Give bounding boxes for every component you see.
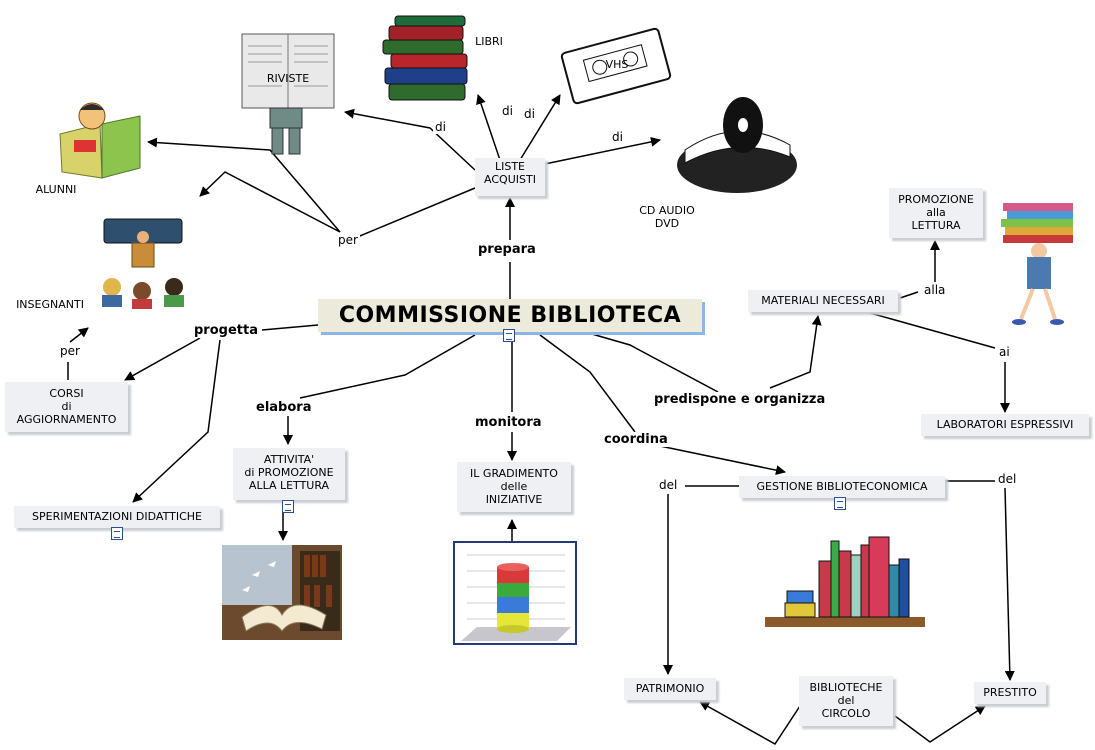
node-attivita-promozione[interactable]: ATTIVITA' di PROMOZIONE ALLA LETTURA [233, 448, 345, 500]
link-label-di: di [522, 107, 537, 121]
classroom-image [102, 218, 184, 309]
node-corsi-aggiornamento[interactable]: CORSI di AGGIORNAMENTO [5, 382, 128, 432]
link-del-prestito [1004, 487, 1015, 681]
link-label-coordina: coordina [602, 432, 670, 447]
link-label-progetta: progetta [192, 323, 260, 338]
bookshelf-image [765, 536, 925, 627]
link-label-di: di [500, 104, 515, 118]
node-promozione-lettura[interactable]: PROMOZIONE alla LETTURA [889, 188, 983, 238]
vhs-cassette-image [560, 27, 672, 105]
link-label-per: per [58, 344, 82, 358]
node-libri[interactable]: LIBRI [475, 35, 503, 48]
node-sperimentazioni[interactable]: SPERIMENTAZIONI DIDATTICHE [14, 506, 220, 528]
note-icon[interactable] [282, 500, 294, 513]
node-gestione-biblioteconomica[interactable]: GESTIONE BIBLIOTECONOMICA [739, 476, 945, 498]
link-per-insegnanti2 [69, 327, 89, 343]
link-label-del: del [657, 478, 680, 492]
child-reading-image [59, 102, 141, 179]
link-label-monitora: monitora [473, 415, 544, 430]
cd-book-image [677, 97, 797, 193]
node-prestito[interactable]: PRESTITO [974, 682, 1046, 704]
link-materiali-ai [869, 312, 996, 349]
link-label-elabora: elabora [254, 400, 314, 415]
link-central-progetta [261, 324, 319, 331]
link-per-insegnanti [199, 171, 341, 233]
link-label-per: per [336, 233, 360, 247]
link-label-del: del [996, 472, 1019, 486]
node-patrimonio[interactable]: PATRIMONIO [624, 678, 716, 700]
node-riviste[interactable]: RIVISTE [266, 72, 310, 85]
link-liste-cd [539, 136, 661, 166]
link-predispone-materiali [769, 315, 822, 389]
link-label-prepara: prepara [476, 242, 538, 257]
node-alunni[interactable]: ALUNNI [35, 183, 77, 196]
book-stack-image [382, 15, 468, 101]
flying-book-image [222, 545, 342, 640]
link-progetta-sperimentazioni [132, 339, 221, 503]
link-coordina-gestione [659, 445, 786, 476]
link-liste-vhs [519, 94, 561, 161]
link-liste-per [354, 187, 476, 239]
link-label-alla: alla [922, 283, 948, 297]
node-cd-audio-dvd[interactable]: CD AUDIO DVD [639, 204, 695, 230]
link-biblioteche-prestito [894, 705, 986, 743]
node-insegnanti[interactable]: INSEGNANTI [16, 298, 84, 311]
central-topic[interactable]: COMMISSIONE BIBLIOTECA [318, 299, 702, 332]
link-biblioteche-patrimonio [699, 701, 801, 745]
note-icon[interactable] [503, 329, 515, 342]
link-label-ai: ai [997, 345, 1012, 359]
link-per-alunni [147, 137, 341, 233]
cylinder-chart-image [453, 541, 577, 645]
link-label-predispone: predispone e organizza [652, 392, 828, 407]
link-progetta-corsi [124, 337, 201, 381]
link-liste-libri [476, 94, 501, 161]
note-icon[interactable] [834, 497, 846, 510]
link-label-di: di [610, 130, 625, 144]
link-materiali-alla [899, 291, 919, 299]
link-central-predispone [584, 331, 719, 393]
node-vhs[interactable]: VHS [605, 58, 629, 71]
note-icon[interactable] [111, 527, 123, 540]
newspaper-reader-image [241, 33, 335, 155]
link-central-coordina [539, 334, 636, 433]
node-gradimento[interactable]: IL GRADIMENTO delle INIZIATIVE [457, 462, 571, 512]
girl-carrying-books-image [1001, 203, 1073, 325]
link-liste-riviste [344, 108, 476, 171]
node-biblioteche-circolo[interactable]: BIBLIOTECHE del CIRCOLO [799, 676, 893, 726]
node-materiali-necessari[interactable]: MATERIALI NECESSARI [748, 290, 898, 312]
node-liste-acquisti[interactable]: LISTE ACQUISTI [475, 158, 545, 196]
node-laboratori-espressivi[interactable]: LABORATORI ESPRESSIVI [921, 414, 1089, 436]
link-central-elabora [299, 334, 476, 399]
link-label-di: di [433, 120, 448, 134]
